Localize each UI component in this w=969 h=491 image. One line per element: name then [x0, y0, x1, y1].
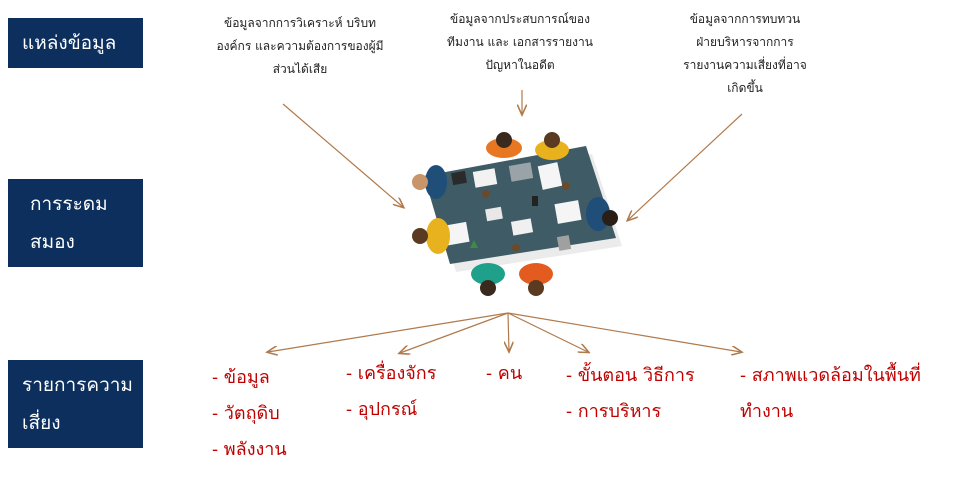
phone — [532, 196, 538, 206]
risk-item: - พลังงาน — [212, 439, 287, 460]
source-1-line-2: องค์กร และความต้องการของผู้มี — [216, 39, 384, 53]
arrow-risk-1 — [268, 312, 509, 352]
risk-item: - เครื่องจักร — [346, 363, 437, 384]
brainstorm-label-line-1: การระดม — [30, 193, 108, 215]
risk-item: - อุปกรณ์ — [346, 399, 418, 420]
risk-column-environment: - สภาพแวดล้อมในพื้นที่ ทำงาน — [740, 358, 921, 430]
risk-item: - คน — [486, 363, 523, 384]
risk-item: - สภาพแวดล้อมในพื้นที่ — [740, 365, 921, 386]
coffee-cup — [512, 244, 520, 252]
laptop — [508, 162, 534, 182]
source-2-line-2: ทีมงาน และ เอกสารรายงาน — [447, 35, 593, 49]
meeting-table-illustration — [412, 132, 622, 296]
arrow-source-1 — [282, 103, 403, 207]
risk-column-people: - คน — [486, 356, 522, 392]
coffee-cup — [482, 190, 490, 198]
person-top-left — [486, 132, 522, 158]
arrow-risk-3 — [508, 312, 509, 351]
person-bottom-right — [519, 263, 553, 296]
calculator — [556, 235, 572, 251]
source-management-review-text: ข้อมูลจากการทบทวน ฝ่ายบริหารจากการ รายงา… — [650, 8, 840, 100]
source-label: แหล่งข้อมูล — [22, 32, 117, 54]
risk-column-materials: - ข้อมูล - วัตถุดิบ - พลังงาน — [212, 360, 287, 468]
tablet — [451, 170, 467, 186]
risk-items-label-box: รายการความ เสี่ยง — [8, 360, 143, 448]
person-left-lower — [412, 218, 450, 254]
risk-column-machines: - เครื่องจักร - อุปกรณ์ — [346, 356, 436, 428]
risk-item: - ขั้นตอน วิธีการ — [566, 365, 695, 386]
source-3-line-4: เกิดขึ้น — [727, 81, 763, 95]
risk-items-label-line-2: เสี่ยง — [22, 412, 61, 434]
risk-item: - วัตถุดิบ — [212, 403, 280, 424]
person-bottom-left — [471, 263, 505, 296]
source-analysis-text: ข้อมูลจากการวิเคราะห์ บริบท องค์กร และคว… — [190, 12, 410, 81]
brainstorm-label-box: การระดม สมอง — [8, 179, 143, 267]
source-2-line-3: ปัญหาในอดีต — [485, 58, 555, 72]
risk-item: - ข้อมูล — [212, 367, 270, 388]
paper — [510, 218, 534, 236]
arrow-source-3 — [628, 113, 743, 220]
source-1-line-1: ข้อมูลจากการวิเคราะห์ บริบท — [224, 16, 376, 30]
risk-item: - การบริหาร — [566, 401, 662, 422]
paper — [554, 200, 582, 224]
risk-items-label-line-1: รายการความ — [22, 374, 133, 396]
person-top-right — [535, 132, 569, 160]
brainstorm-label-line-2: สมอง — [30, 231, 75, 253]
paper — [537, 162, 563, 190]
paper — [485, 206, 503, 222]
source-1-line-3: ส่วนได้เสีย — [272, 62, 328, 76]
paper — [472, 168, 498, 188]
arrow-risk-2 — [400, 312, 509, 353]
risk-item: ทำงาน — [740, 401, 794, 422]
source-2-line-1: ข้อมูลจากประสบการณ์ของ — [449, 12, 590, 26]
meeting-table — [424, 146, 616, 264]
source-3-line-1: ข้อมูลจากการทบทวน — [689, 12, 801, 26]
source-3-line-3: รายงานความเสี่ยงที่อาจ — [683, 58, 807, 72]
person-left-upper — [412, 165, 447, 199]
source-experience-text: ข้อมูลจากประสบการณ์ของ ทีมงาน และ เอกสาร… — [420, 8, 620, 77]
coffee-cup — [562, 182, 570, 190]
source-3-line-2: ฝ่ายบริหารจากการ — [696, 35, 794, 49]
arrow-risk-4 — [507, 312, 588, 352]
risk-column-methods: - ขั้นตอน วิธีการ - การบริหาร — [566, 358, 695, 430]
plant — [470, 240, 478, 248]
arrow-risk-5 — [507, 312, 741, 352]
source-label-box: แหล่งข้อมูล — [8, 18, 143, 68]
person-right — [586, 197, 618, 231]
